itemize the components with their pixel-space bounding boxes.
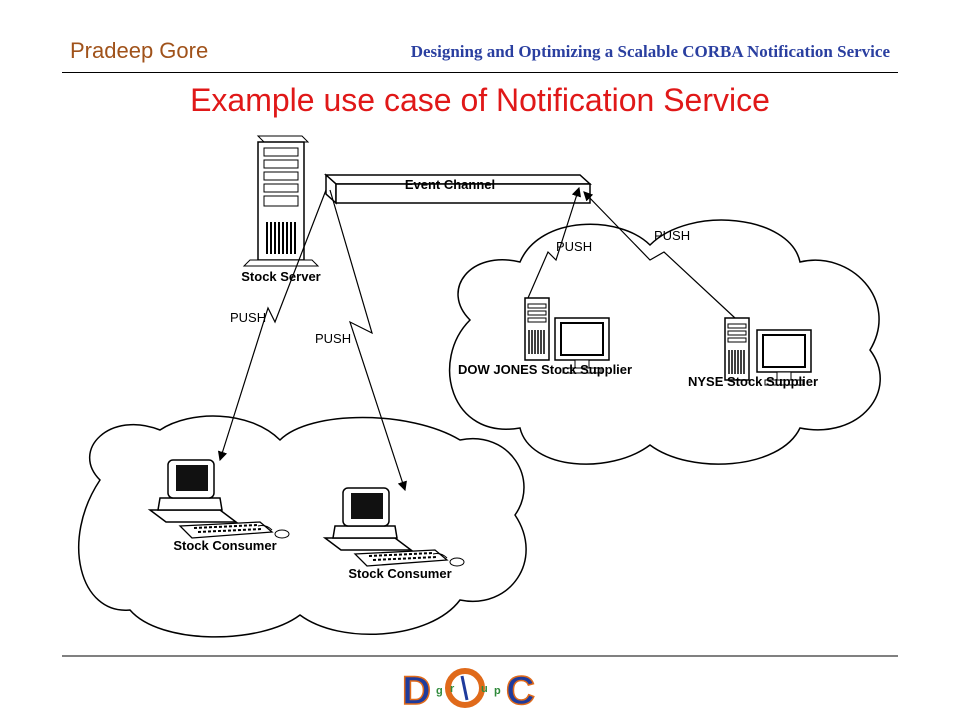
header-rule <box>62 72 898 73</box>
logo-letter-c: C <box>506 669 535 713</box>
stock-consumer-1: Stock Consumer <box>149 459 290 553</box>
consumer-2-label: Stock Consumer <box>348 566 451 581</box>
consumer-cloud <box>78 415 527 638</box>
push-label-nyse: PUSH <box>654 228 690 243</box>
stock-server-label: Stock Server <box>241 269 321 284</box>
logo-letter-u: u <box>481 683 488 695</box>
author-name: Pradeep Gore <box>70 38 209 63</box>
stock-consumer-2: Stock Consumer <box>324 487 465 581</box>
logo-letter-r: r <box>450 683 455 695</box>
push-arrow-consumer-2 <box>329 189 407 492</box>
push-arrow-nyse <box>583 191 736 319</box>
logo-letter-p: p <box>494 685 501 697</box>
consumer-1-label: Stock Consumer <box>173 538 276 553</box>
logo-letter-g: g <box>436 685 443 697</box>
push-arrow-dow-jones <box>527 186 582 299</box>
slide-title: Example use case of Notification Service <box>190 82 770 118</box>
presentation-subtitle: Designing and Optimizing a Scalable CORB… <box>410 42 890 61</box>
logo-letter-o <box>445 668 485 708</box>
event-channel: Event Channel <box>324 173 592 205</box>
push-label-dow-jones: PUSH <box>556 239 592 254</box>
dow-jones-label: DOW JONES Stock Supplier <box>458 362 632 377</box>
dow-jones-supplier: DOW JONES Stock Supplier <box>458 297 632 377</box>
event-channel-label: Event Channel <box>405 177 495 192</box>
stock-server: Stock Server <box>241 135 321 284</box>
push-arrow-consumer-1 <box>217 189 327 462</box>
supplier-cloud <box>448 219 881 465</box>
doc-group-logo: D C g r u p <box>401 668 536 714</box>
push-label-consumer-2: PUSH <box>315 331 351 346</box>
push-label-consumer-1: PUSH <box>230 310 266 325</box>
nyse-label: NYSE Stock Supplier <box>688 374 818 389</box>
nyse-supplier: NYSE Stock Supplier <box>688 317 818 389</box>
logo-letter-d: D <box>402 669 431 713</box>
